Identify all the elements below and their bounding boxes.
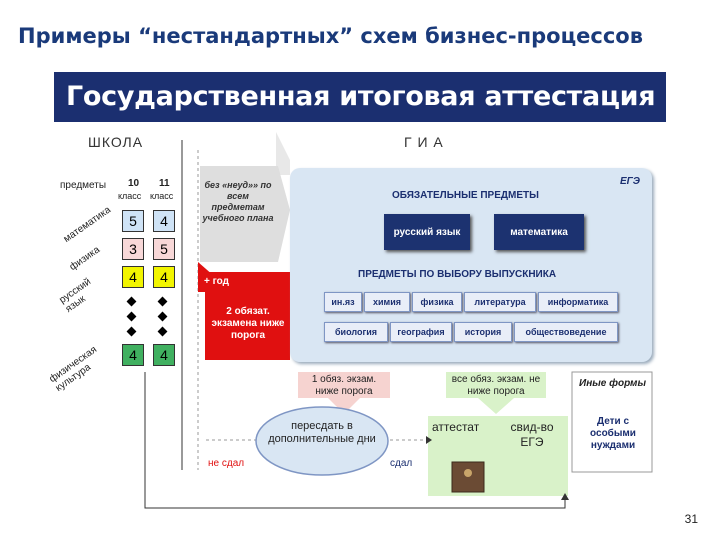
grade-math-10: 5 — [122, 210, 144, 232]
grade-russian-11: 4 — [153, 266, 175, 288]
mandatory-title: ОБЯЗАТЕЛЬНЫЕ ПРЕДМЕТЫ — [392, 190, 539, 201]
school-header: ШКОЛА — [88, 134, 144, 150]
mandatory-math: математика — [494, 214, 584, 250]
gia-header: Г И А — [404, 134, 444, 150]
grade-math-11: 4 — [153, 210, 175, 232]
no-fail-arrow — [200, 166, 290, 262]
one-fail-label: 1 обяз. экзам. ниже порога — [311, 374, 377, 397]
other-forms-label: Иные формы — [579, 378, 646, 389]
col-11-label: 11 — [159, 178, 170, 189]
mandatory-russian: русский язык — [384, 214, 470, 250]
grade-physics-10: 3 — [122, 238, 144, 260]
special-needs-label: Дети с особыми нуждами — [590, 416, 636, 451]
two-fail-label: 2 обязат. экзамена ниже порога — [211, 306, 285, 341]
ege-label: ЕГЭ — [620, 176, 640, 187]
certificate-label: аттестат — [432, 420, 480, 434]
banner-title: Государственная итоговая аттестация — [66, 81, 656, 112]
other-forms-frame — [571, 371, 653, 473]
elective-title: ПРЕДМЕТЫ ПО ВЫБОРУ ВЫПУСКНИКА — [358, 269, 557, 280]
plus-year-label: + год — [204, 276, 229, 287]
col-10-class: класс — [118, 191, 142, 201]
subjects-label: предметы — [60, 180, 107, 191]
gia-header-arrow — [276, 132, 290, 175]
elective-foreign-lang: ин.яз — [324, 292, 362, 312]
ege-certificate-label: свид-во ЕГЭ — [510, 420, 554, 449]
elective-literature: литература — [464, 292, 536, 312]
not-passed-label: не сдал — [208, 458, 245, 469]
elective-social-studies: обществоведение — [514, 322, 618, 342]
grade-russian-10: 4 — [122, 266, 144, 288]
no-fail-note: без «неуд»» по всем предметам учебного п… — [202, 180, 274, 223]
certificate-area — [428, 416, 568, 496]
elective-physics: физика — [412, 292, 462, 312]
retake-ellipse — [255, 406, 389, 476]
col-10-label: 10 — [128, 178, 140, 189]
all-pass-label: все обяз. экзам. не ниже порога — [451, 374, 541, 397]
red-arrow-head — [198, 262, 214, 290]
elective-biology: биология — [324, 322, 388, 342]
grade-pe-10: 4 — [122, 344, 144, 366]
col-11-class: класс — [150, 191, 174, 201]
one-fail-shape — [298, 372, 390, 414]
all-pass-shape — [446, 372, 546, 414]
retake-label: пересдать в дополнительные дни — [268, 420, 376, 445]
elective-geography: география — [390, 322, 452, 342]
elective-history: история — [454, 322, 512, 342]
banner-background — [54, 72, 666, 122]
elective-chemistry: химия — [364, 292, 410, 312]
red-arrow-block — [198, 272, 290, 360]
elective-informatics: информатика — [538, 292, 618, 312]
slide-title: Примеры “нестандартных” схем бизнес-проц… — [18, 24, 644, 48]
grade-pe-11: 4 — [153, 344, 175, 366]
passed-label: сдал — [390, 458, 413, 469]
grade-physics-11: 5 — [153, 238, 175, 260]
page-number: 31 — [684, 512, 698, 526]
